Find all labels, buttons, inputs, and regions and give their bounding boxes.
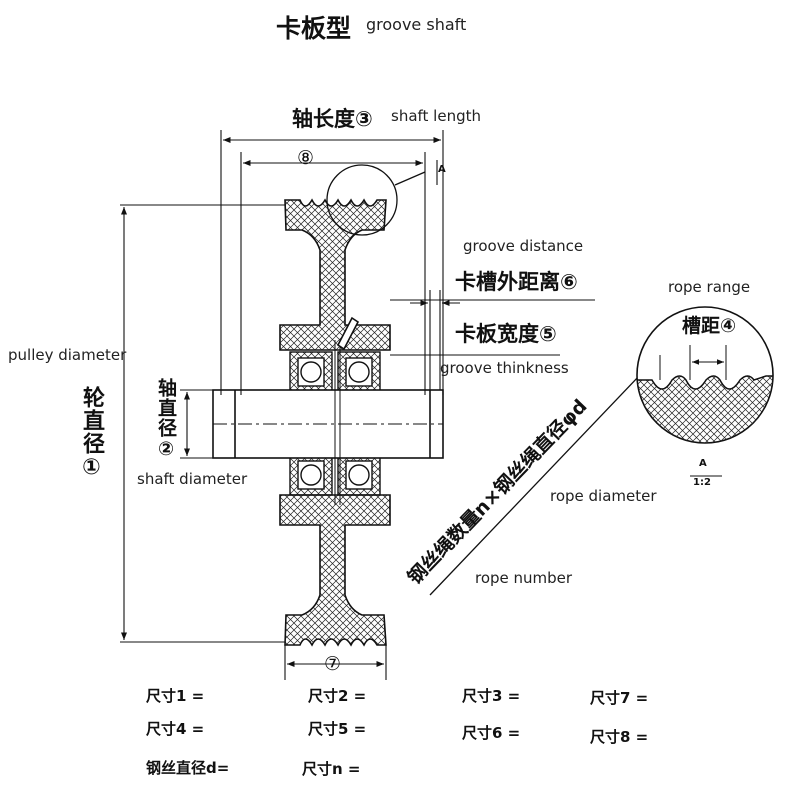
rope-leader (429, 374, 641, 596)
detail-tag-main: A (438, 164, 446, 175)
dimension-1: 尺寸1 = (146, 687, 205, 705)
title-cn: 卡板型 (276, 14, 352, 43)
pulley-diameter-en: pulley diameter (8, 346, 127, 364)
groove-width-cn: 卡板宽度⑤ (455, 322, 557, 346)
rope-range-en: rope range (668, 278, 751, 296)
tread-width-dimension (284, 645, 387, 680)
shaft (212, 316, 444, 505)
dimension-8: 尺寸8 = (590, 728, 649, 746)
dimension-3: 尺寸3 = (462, 687, 521, 705)
shaft-length-cn: 轴长度③ (292, 107, 373, 131)
shaft-diameter-cn: 轴直径② (155, 378, 177, 461)
lower-tread (279, 494, 391, 647)
groove-thickness-en: groove thinkness (440, 359, 569, 377)
lower-bearings (289, 454, 381, 496)
detail-scale: 1:2 (693, 477, 711, 488)
shaft-diameter-dimension (180, 389, 213, 459)
dim-7-label: ⑦ (324, 653, 342, 675)
shaft-length-en: shaft length (391, 107, 481, 125)
dimension-5: 尺寸5 = (308, 720, 367, 738)
rope-diameter-en: rope diameter (550, 487, 657, 505)
rope-number-value: 尺寸n = (302, 760, 361, 778)
detail-tag: A (699, 458, 707, 469)
shaft-diameter-en: shaft diameter (137, 470, 248, 488)
dimension-2: 尺寸2 = (308, 687, 367, 705)
groove-dimensions (390, 290, 595, 390)
groove-distance-en: groove distance (463, 237, 584, 255)
rope-number-en: rope number (475, 569, 573, 587)
pulley-diameter-dimension (120, 204, 285, 643)
detail-marker-circle (326, 164, 426, 236)
rope-range-cn: 槽距④ (682, 315, 737, 337)
rope-diameter-value: 钢丝直径d= (146, 759, 230, 777)
dim-8-label: ⑧ (297, 147, 315, 169)
groove-distance-cn: 卡槽外距离⑥ (455, 270, 578, 294)
dimension-4: 尺寸4 = (146, 720, 205, 738)
dimension-6: 尺寸6 = (462, 724, 521, 742)
title-en: groove shaft (366, 15, 467, 34)
pulley-diameter-cn: 轮直径① (79, 386, 104, 481)
dimension-7: 尺寸7 = (590, 689, 649, 707)
